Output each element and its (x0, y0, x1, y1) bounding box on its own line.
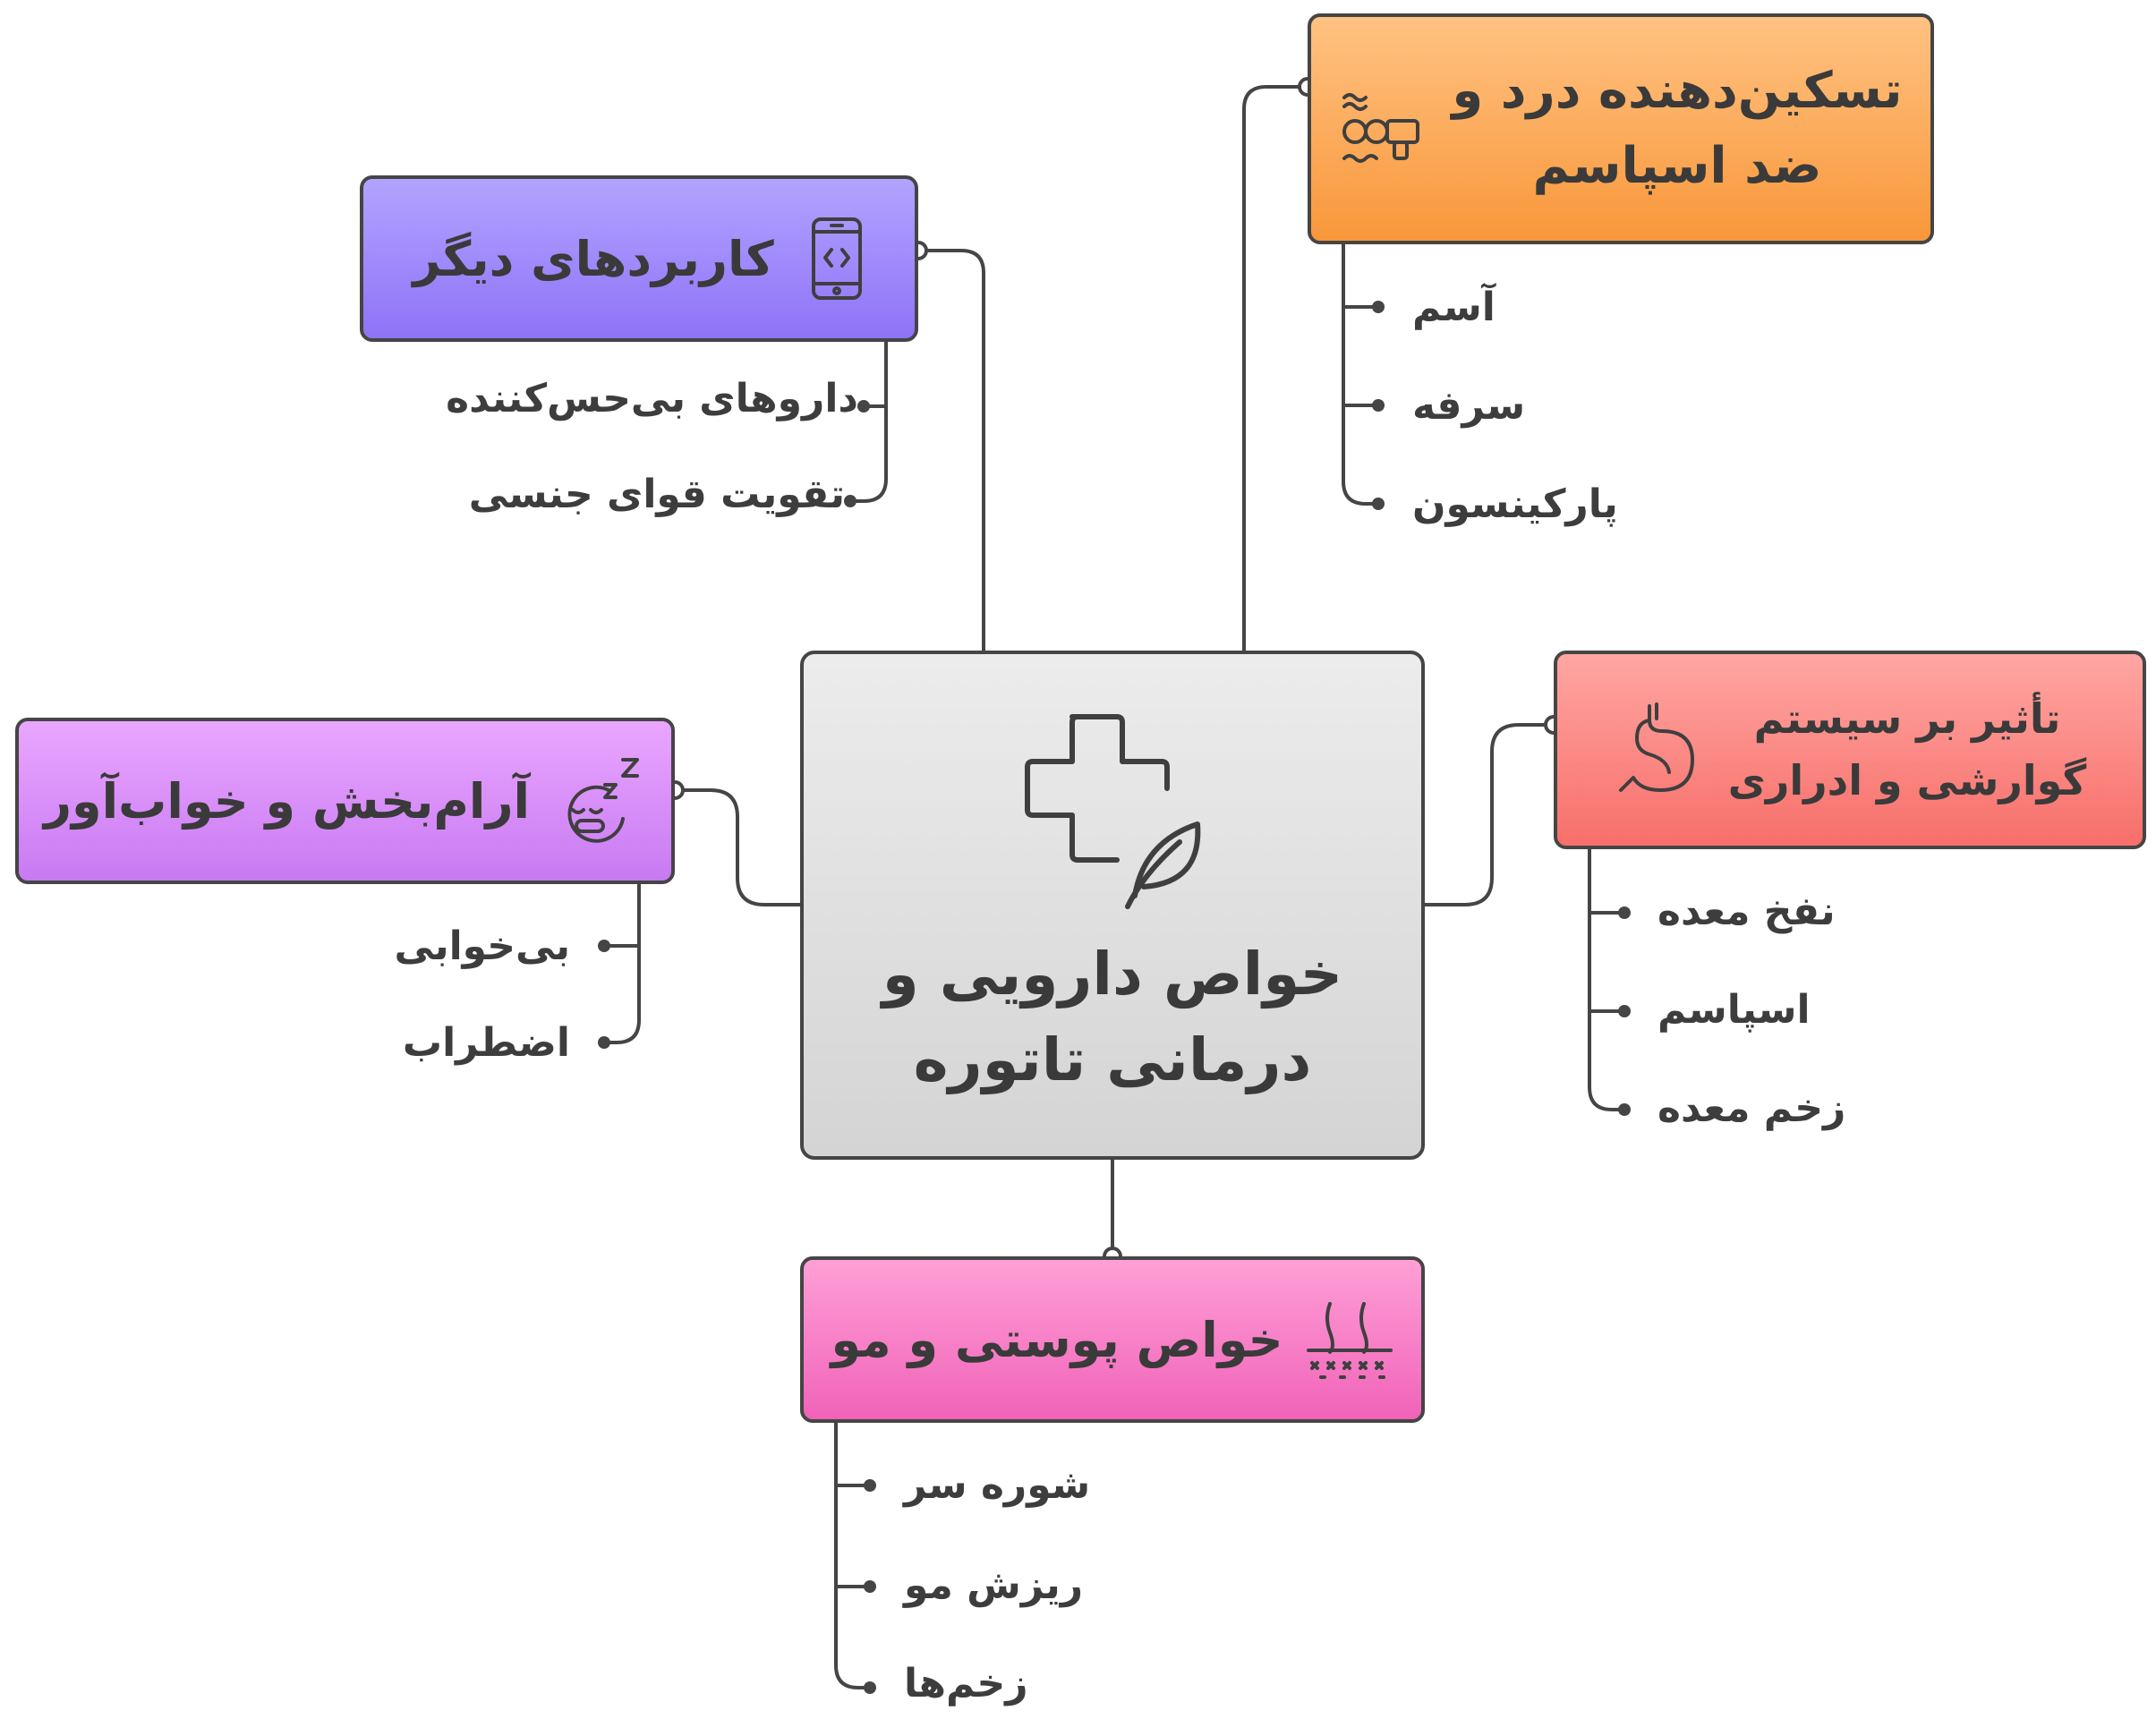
tape-massager-icon (1342, 93, 1420, 163)
leaf-hair-loss[interactable]: ریزش مو (904, 1562, 1084, 1608)
link-center-relax (673, 788, 802, 906)
link-center-pain (1242, 85, 1309, 652)
leaf-wounds[interactable]: زخم‌ها (904, 1661, 1028, 1706)
hair-follicle-icon (1306, 1302, 1393, 1379)
central-topic-line1: خواص دارویی و (882, 939, 1343, 1008)
leaf-dot (864, 1479, 876, 1492)
leaf-dot (1618, 1103, 1631, 1116)
leaf-dot (1618, 1005, 1631, 1017)
leaf-dot (598, 940, 610, 952)
leaf-lines-pain (1342, 243, 1380, 506)
branch-sedative-title: آرام‌بخش و خواب‌آور (43, 772, 531, 830)
link-center-other (916, 249, 985, 652)
leaf-dot (1372, 498, 1385, 510)
branch-pain-relief-line2: ضد اسپاسم (1532, 137, 1822, 195)
branch-digestive-line1: تأثیر بر سیستم (1753, 694, 2061, 743)
leaf-lines-digest (1588, 847, 1626, 1111)
leaf-dot (864, 1681, 876, 1694)
leaf-libido-boost[interactable]: تقویت قوای جنسی (468, 472, 845, 517)
leaf-dot (864, 1580, 876, 1593)
leaf-bloating[interactable]: نفخ معده (1657, 889, 1836, 934)
branch-other-uses-title: کاربردهای دیگر (413, 230, 774, 287)
leaf-dot (598, 1036, 610, 1049)
leaf-parkinson[interactable]: پارکینسون (1412, 481, 1618, 527)
branch-digestive-urinary[interactable]: تأثیر بر سیستم گوارشی و ادراری (1554, 651, 2146, 849)
stomach-icon (1618, 702, 1694, 792)
leaf-dot (857, 400, 870, 413)
leaf-lines-skin (834, 1421, 872, 1689)
leaf-lines-other (848, 340, 888, 503)
leaf-dot (1372, 301, 1385, 313)
central-topic-line2: درمانی تاتوره (913, 1025, 1312, 1094)
leaf-spasm[interactable]: اسپاسم (1657, 987, 1811, 1033)
branch-other-uses[interactable]: کاربردهای دیگر (360, 175, 918, 342)
mobile-code-icon (811, 217, 862, 300)
leaf-cough[interactable]: سرفه (1412, 383, 1526, 429)
branch-digestive-line2: گوارشی و ادراری (1727, 756, 2087, 804)
branch-skin-hair[interactable]: خواص پوستی و مو (800, 1256, 1425, 1423)
leaf-dot (844, 495, 856, 507)
leaf-asthma[interactable]: آسم (1412, 285, 1496, 330)
leaf-stomach-ulcer[interactable]: زخم معده (1657, 1085, 1846, 1131)
link-center-digest (1423, 723, 1555, 906)
leaf-insomnia[interactable]: بی‌خوابی (394, 923, 570, 969)
sleeping-face-zzz-icon (567, 758, 640, 843)
leaf-anesthetic-drugs[interactable]: داروهای بی‌حس‌کننده (446, 376, 858, 421)
leaf-dot (1372, 399, 1385, 412)
branch-skin-hair-title: خواص پوستی و مو (831, 1311, 1283, 1368)
branch-pain-relief[interactable]: تسکین‌دهنده درد و ضد اسپاسم (1308, 13, 1934, 244)
leaf-dot (1618, 906, 1631, 919)
leaf-lines-relax (602, 882, 641, 1044)
leaf-anxiety[interactable]: اضطراب (402, 1020, 570, 1066)
leaf-dandruff[interactable]: شوره سر (904, 1462, 1091, 1508)
branch-sedative[interactable]: آرام‌بخش و خواب‌آور (15, 718, 675, 884)
medical-cross-leaf-icon (1025, 713, 1201, 909)
branch-pain-relief-line1: تسکین‌دهنده درد و (1452, 62, 1903, 120)
central-topic[interactable]: خواص دارویی و درمانی تاتوره (800, 651, 1425, 1160)
